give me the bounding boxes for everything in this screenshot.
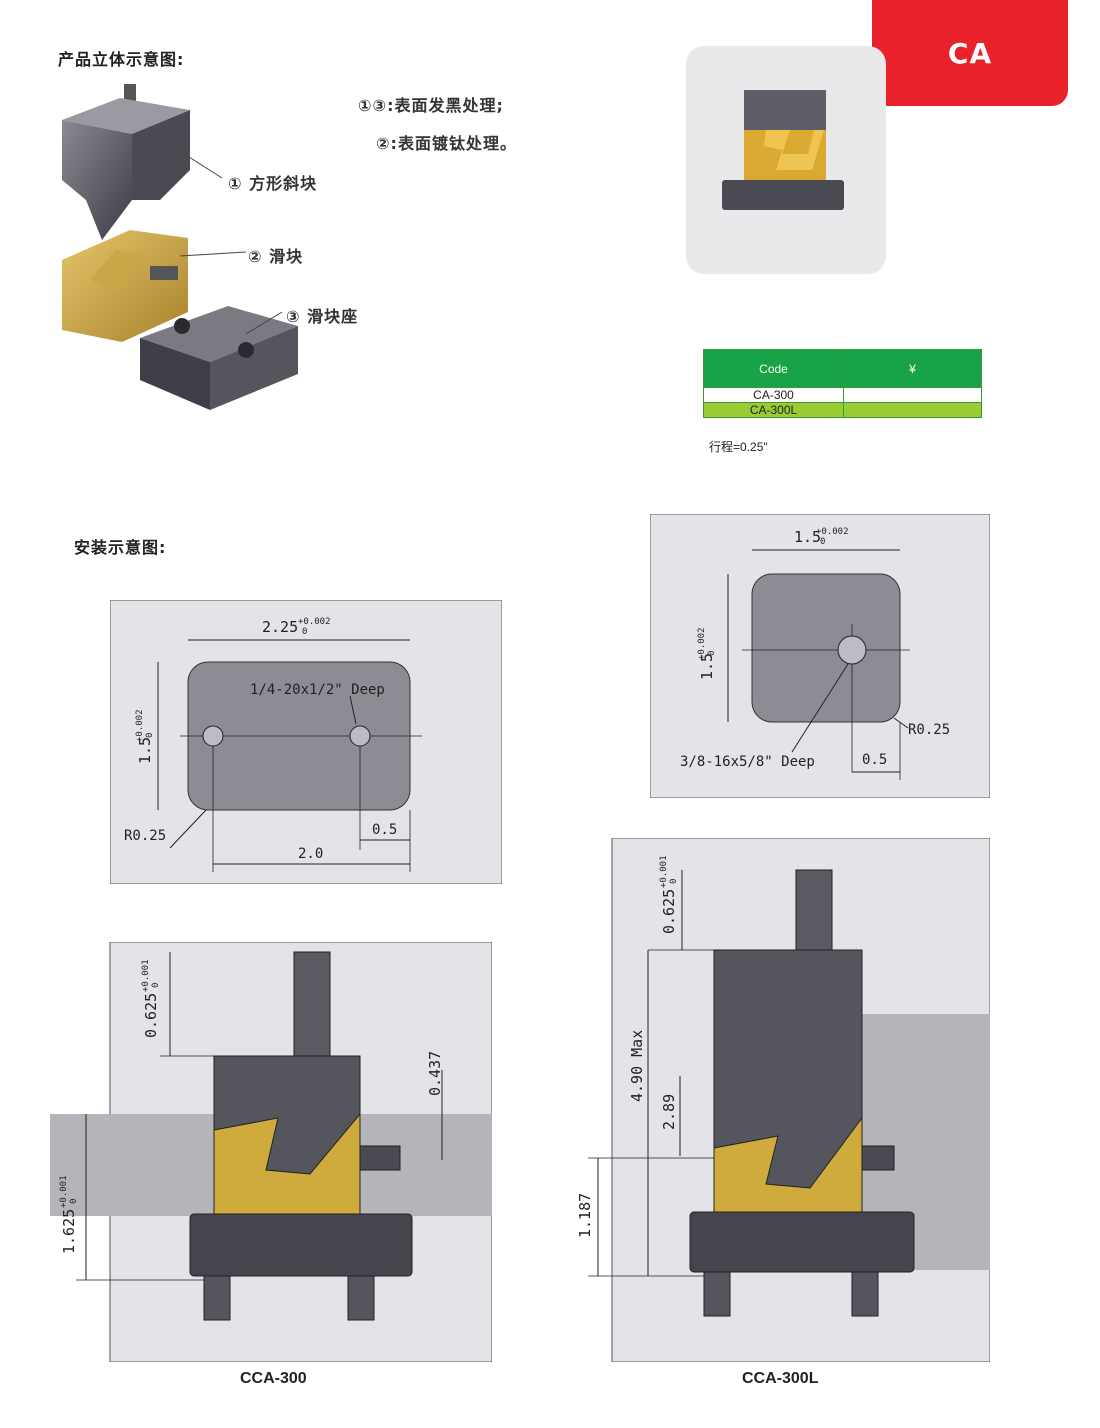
dim-pin-length: 0.625	[660, 889, 678, 934]
part-label-slider-base: ③ 滑块座	[286, 307, 359, 326]
dim-height-tolerance: +0.002	[135, 709, 145, 742]
corner-radius: R0.25	[908, 722, 950, 738]
dim-offset: 0.5	[862, 752, 887, 768]
dim-width-tolerance: +0.002	[298, 617, 331, 627]
dim-spacing: 2.0	[298, 846, 323, 862]
corner-radius: R0.25	[124, 828, 166, 844]
dim-height: 1.5	[698, 653, 716, 680]
dim-base-height: 1.625	[60, 1209, 78, 1254]
product-photo	[722, 90, 844, 210]
caption-cca-300: CCA-300	[240, 1370, 307, 1387]
dim-side-offset: 0.437	[426, 1051, 444, 1096]
dim-height: 1.5	[136, 737, 154, 764]
dim-width-tolerance-low: 0	[302, 627, 307, 637]
dim-offset: 0.5	[372, 822, 397, 838]
tap-spec: 1/4-20x1/2" Deep	[250, 682, 385, 698]
dim-base-tolerance: +0.001	[59, 1175, 69, 1208]
dim-height-tolerance-low: 0	[145, 733, 155, 738]
product-view-heading: 产品立体示意图:	[58, 50, 185, 69]
price-table-code-cell: CA-300L	[703, 402, 844, 418]
price-table: Code ¥ CA-300 CA-300L	[703, 349, 982, 418]
slider-base-part	[140, 306, 298, 410]
stroke-note: 行程=0.25"	[709, 440, 768, 454]
dim-height-tolerance: +0.002	[697, 627, 707, 660]
price-table-code-cell: CA-300	[703, 387, 844, 403]
treatment-note-titanium: ②:表面镀钛处理。	[376, 134, 517, 153]
dim-width-tolerance: +0.002	[816, 527, 849, 537]
drawing-side-view-300: 0.625 +0.001 0 0.437 1.625 +0.001 0	[50, 942, 492, 1362]
dim-width: 1.5	[794, 528, 821, 546]
slider-part	[62, 230, 188, 342]
product-photo-frame	[686, 46, 886, 274]
install-view-heading: 安装示意图:	[74, 538, 167, 557]
dim-pin-tolerance: +0.001	[141, 959, 151, 992]
dim-max-height: 4.90 Max	[628, 1030, 646, 1102]
dim-pin-length: 0.625	[142, 993, 160, 1038]
dim-pin-tolerance: +0.001	[659, 855, 669, 888]
exploded-product-illustration	[62, 84, 298, 410]
dim-base-height: 1.187	[576, 1193, 594, 1238]
dim-mid-height: 2.89	[660, 1094, 678, 1130]
drawing-side-view-300l: 0.625 +0.001 0 4.90 Max 2.89 1.187	[576, 838, 990, 1362]
part-label-square-wedge: ① 方形斜块	[228, 174, 318, 193]
tap-spec: 3/8-16x5/8" Deep	[680, 754, 815, 770]
dim-base-tolerance-low: 0	[69, 1199, 79, 1204]
category-badge: CA	[872, 0, 1068, 106]
drawing-top-view-300l: 1.5 +0.002 0 1.5 +0.002 0 3/8-16x5/8" De…	[650, 514, 990, 798]
drawing-top-view-300: 2.25 +0.002 0 1/4-20x1/2" Deep 1.5 +0.00…	[110, 600, 502, 884]
caption-cca-300l: CCA-300L	[742, 1370, 819, 1387]
part-label-slider: ② 滑块	[248, 247, 304, 266]
dim-width-tolerance-low: 0	[820, 537, 825, 547]
treatment-note-black-oxide: ①③:表面发黑处理;	[358, 96, 504, 115]
dim-width: 2.25	[262, 618, 298, 636]
price-table-header-price: ¥	[843, 349, 982, 388]
square-wedge-part	[62, 84, 190, 240]
dim-height-tolerance-low: 0	[707, 651, 717, 656]
dim-pin-tolerance-low: 0	[669, 879, 679, 884]
price-table-header-code: Code	[703, 349, 844, 388]
price-table-price-cell	[843, 387, 982, 403]
price-table-price-cell	[843, 402, 982, 418]
dim-pin-tolerance-low: 0	[151, 983, 161, 988]
